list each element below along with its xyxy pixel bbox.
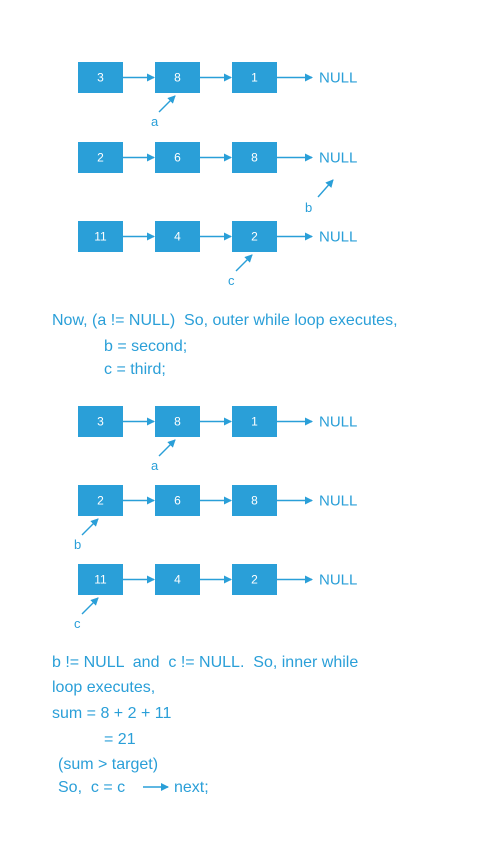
list-node xyxy=(78,485,123,516)
list-node xyxy=(232,142,277,173)
null-label: NULL xyxy=(319,493,357,510)
node-value: 8 xyxy=(174,71,181,85)
step-text-line-8: (sum > target) xyxy=(58,756,159,773)
node-value: 2 xyxy=(251,230,258,244)
list-node xyxy=(78,564,123,595)
list-node xyxy=(155,221,200,252)
node-value: 4 xyxy=(174,573,181,587)
list-node xyxy=(155,142,200,173)
node-value: 2 xyxy=(251,573,258,587)
list-node xyxy=(155,564,200,595)
list-node xyxy=(78,406,123,437)
pointer-arrow-a xyxy=(158,95,176,113)
list-node xyxy=(78,221,123,252)
step-text-line-5: loop executes, xyxy=(52,679,156,696)
list-node xyxy=(232,485,277,516)
null-label: NULL xyxy=(319,150,357,167)
node-value: 1 xyxy=(251,71,258,85)
pointer-arrow-b xyxy=(317,179,334,198)
null-label: NULL xyxy=(319,572,357,589)
pointer-label-a: a xyxy=(151,458,159,473)
node-value: 8 xyxy=(251,494,258,508)
list-node xyxy=(232,564,277,595)
list-node xyxy=(78,142,123,173)
node-value: 2 xyxy=(97,494,104,508)
node-value: 3 xyxy=(97,415,104,429)
step-text-line-9-suffix: next; xyxy=(174,779,209,796)
node-value: 11 xyxy=(94,573,107,587)
list-node xyxy=(155,62,200,93)
pointer-arrow-a xyxy=(158,439,176,457)
step-text-line-7: = 21 xyxy=(104,731,136,748)
list-node xyxy=(155,485,200,516)
pointer-arrow-b xyxy=(81,518,99,536)
step-text-line-3: c = third; xyxy=(104,361,166,378)
node-value: 11 xyxy=(94,230,107,244)
node-value: 6 xyxy=(174,494,181,508)
pointer-label-c: c xyxy=(74,616,81,631)
step-text-line-9-prefix: So, c = c xyxy=(58,779,126,796)
null-label: NULL xyxy=(319,229,357,246)
node-value: 8 xyxy=(174,415,181,429)
node-value: 2 xyxy=(97,151,104,165)
node-value: 4 xyxy=(174,230,181,244)
list-node xyxy=(232,406,277,437)
node-value: 6 xyxy=(174,151,181,165)
node-value: 8 xyxy=(251,151,258,165)
null-label: NULL xyxy=(319,414,357,431)
pointer-arrow-c xyxy=(235,254,253,272)
pointer-label-b: b xyxy=(305,200,312,215)
step-text-line-4: b != NULL and c != NULL. So, inner while xyxy=(52,654,359,671)
pointer-label-b: b xyxy=(74,537,81,552)
list-node xyxy=(232,62,277,93)
list-node xyxy=(78,62,123,93)
step-text-line-6: sum = 8 + 2 + 11 xyxy=(52,705,172,722)
list-node xyxy=(155,406,200,437)
node-value: 1 xyxy=(251,415,258,429)
null-label: NULL xyxy=(319,70,357,87)
node-value: 3 xyxy=(97,71,104,85)
pointer-arrow-c xyxy=(81,597,99,615)
step-text-line-1: Now, (a != NULL) So, outer while loop ex… xyxy=(52,312,398,329)
pointer-label-c: c xyxy=(228,273,235,288)
step-text-line-2: b = second; xyxy=(104,338,188,355)
pointer-label-a: a xyxy=(151,114,159,129)
list-node xyxy=(232,221,277,252)
